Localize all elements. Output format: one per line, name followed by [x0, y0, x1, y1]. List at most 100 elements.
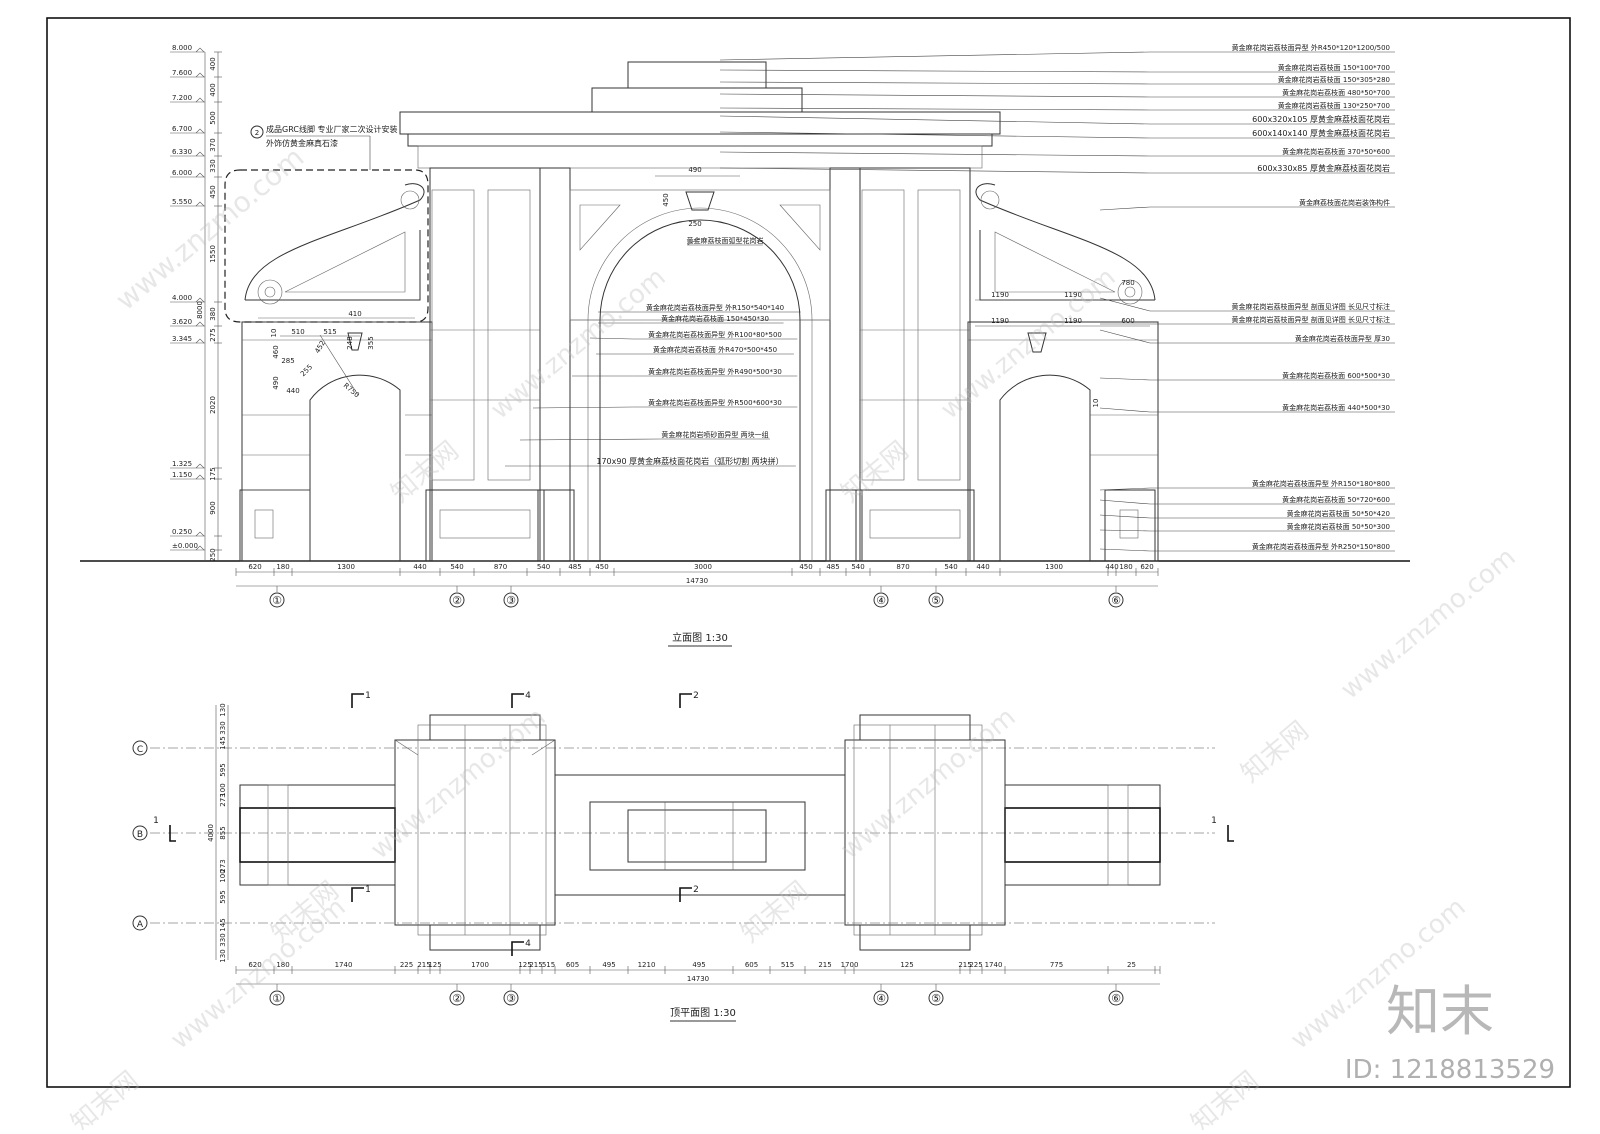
level-label: ±0.000: [172, 542, 198, 550]
axis-label: ①: [272, 992, 282, 1005]
axis-label: ②: [452, 992, 462, 1005]
plan-vdim: 145: [219, 736, 227, 749]
bottom-dim: 1740: [335, 961, 353, 969]
plan-vdim: 855: [219, 826, 227, 839]
vdim-label: 275: [209, 328, 217, 341]
bottom-dim: 1740: [985, 961, 1003, 969]
bottom-dim: 125: [900, 961, 913, 969]
watermark-brand-text: 知末网: [736, 876, 815, 949]
detail-dim: 250: [688, 220, 701, 228]
right-note: 黄金麻荔枝面花岗岩装饰构件: [1299, 198, 1390, 207]
level-mark: [195, 201, 205, 207]
watermark-brand-text: 知末网: [1186, 1066, 1265, 1130]
note-leader: [1099, 529, 1151, 532]
bottom-dim: 180: [276, 961, 289, 969]
plan-vdim-total: 4000: [207, 824, 215, 842]
center-note: 黄金麻荔枝面弧型花岗岩: [687, 236, 764, 245]
level-label: 5.550: [172, 198, 192, 206]
bottom-dim: 540: [450, 563, 463, 571]
bottom-dim: 605: [566, 961, 579, 969]
bottom-dim: 605: [745, 961, 758, 969]
level-mark: [195, 474, 205, 480]
detail-dim: 440: [286, 387, 299, 395]
bottom-dim: 450: [595, 563, 608, 571]
total-dim: 14730: [686, 577, 708, 585]
section-label: 2: [693, 885, 699, 895]
right-note: 黄金麻花岗岩荔枝面 600*500*30: [1282, 371, 1390, 380]
bottom-dim: 495: [692, 961, 705, 969]
bottom-dim: 1300: [337, 563, 355, 571]
bottom-dim: 215: [958, 961, 971, 969]
grid-label: A: [137, 920, 144, 930]
bottom-dim: 25: [1127, 961, 1136, 969]
bottom-dim: 540: [537, 563, 550, 571]
right-note: 黄金麻花岗岩荔枝面 150*305*280: [1278, 75, 1390, 84]
plan-vdim: 595: [219, 890, 227, 903]
level-mark: [195, 545, 205, 551]
level-mark: [195, 97, 205, 103]
detail-dim: 248: [346, 336, 354, 349]
note-leader: [1099, 514, 1151, 519]
grid-bubble: [132, 740, 148, 756]
right-note: 黄金麻花岗岩荔枝面异型 外R450*120*1200/500: [1232, 43, 1390, 52]
note-leader: [1099, 407, 1151, 413]
center-note: 黄金麻花岗岩荔枝面异型 外R490*500*30: [648, 367, 782, 376]
plan-vdim: 145: [219, 918, 227, 931]
elevation-vertical-dims: 4004005003703304501550380275202017590025…: [196, 51, 222, 562]
level-mark: [195, 463, 205, 469]
level-label: 8.000: [172, 44, 192, 52]
level-mark: [195, 47, 205, 53]
detail-dim: 285: [281, 357, 294, 365]
grid-bubble: [132, 825, 148, 841]
note-leader: [532, 406, 633, 409]
plan-vdim: 330: [219, 933, 227, 946]
axis-bubble: [873, 592, 889, 608]
note-leader: [687, 237, 701, 246]
axis-bubble: [503, 592, 519, 608]
axis-bubble: [503, 990, 519, 1006]
axis-label: ④: [876, 594, 886, 607]
plan-vdim: 130: [219, 703, 227, 716]
note-leader: [519, 438, 661, 441]
right-note: 黄金麻花岗岩荔枝面异型 外R250*150*800: [1252, 542, 1390, 551]
bottom-dim: 1700: [471, 961, 489, 969]
plan-vdim: 330: [219, 721, 227, 734]
detail-dim: 255: [299, 363, 314, 378]
plan-vdim: 273: [219, 859, 227, 872]
detail-dim: 450: [662, 193, 670, 206]
level-label: 6.000: [172, 169, 192, 177]
bottom-dim: 225: [969, 961, 982, 969]
right-note: 黄金麻花岗岩荔枝面异型 外R150*180*800: [1252, 479, 1390, 488]
level-mark: [195, 151, 205, 157]
level-label: 3.620: [172, 318, 192, 326]
plan-grid-labels: CBA: [132, 740, 148, 931]
elevation-view: 8.0007.6007.2006.7006.3306.0005.5504.000…: [80, 43, 1410, 647]
note-leader: [719, 81, 1151, 85]
axis-bubble: [269, 990, 285, 1006]
detail-dim: 10: [270, 329, 278, 338]
watermark-brand-text: 知末网: [66, 1066, 145, 1130]
elevation-title: 立面图 1:30: [672, 631, 728, 644]
bottom-dim: 540: [851, 563, 864, 571]
section-label: 4: [525, 691, 531, 701]
watermark-logo: 知末: [1386, 980, 1494, 1043]
note-leader: [1099, 206, 1151, 211]
bottom-dim: 180: [276, 563, 289, 571]
sheet-border: [46, 17, 1571, 1088]
level-label: 7.600: [172, 69, 192, 77]
section-label: 1: [365, 691, 371, 701]
detail-dim: 10: [1092, 399, 1100, 408]
right-note: 黄金麻花岗岩荔枝面 130*250*700: [1278, 101, 1390, 110]
axis-bubble: [449, 592, 465, 608]
section-label: 1: [153, 816, 159, 826]
plan-vdim: 595: [219, 763, 227, 776]
right-note: 黄金麻花岗岩荔枝面 440*500*30: [1282, 403, 1390, 412]
vdim-label: 330: [209, 159, 217, 172]
central-gate: [399, 61, 1001, 562]
